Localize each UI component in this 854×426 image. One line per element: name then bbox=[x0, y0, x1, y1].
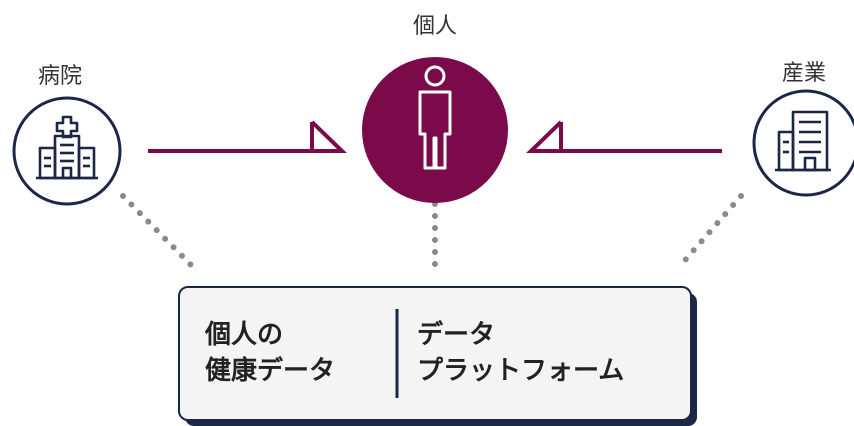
hospital-icon bbox=[36, 115, 98, 180]
personal-health-data-label: 個人の 健康データ bbox=[205, 317, 335, 389]
personal-health-data-line-1: 個人の bbox=[205, 320, 284, 350]
arrow-industry-to-individual bbox=[526, 120, 722, 153]
individual-label: 個人 bbox=[413, 14, 458, 39]
industry-node bbox=[752, 89, 854, 197]
office-building-icon bbox=[775, 110, 831, 172]
individual-node bbox=[362, 57, 508, 203]
data-platform-line-2: プラットフォーム bbox=[417, 356, 625, 386]
personal-health-data-line-2: 健康データ bbox=[205, 356, 336, 386]
dotted-connector-hospital bbox=[120, 193, 195, 269]
platform-box bbox=[178, 286, 697, 426]
industry-label: 産業 bbox=[782, 61, 827, 86]
data-platform-line-1: データ bbox=[417, 320, 496, 350]
hospital-node bbox=[12, 96, 122, 206]
dotted-connectors bbox=[120, 193, 744, 273]
arrow-hospital-to-individual bbox=[148, 120, 347, 153]
hospital-label: 病院 bbox=[38, 64, 83, 89]
person-icon bbox=[418, 65, 452, 170]
dotted-connector-industry bbox=[677, 193, 744, 269]
data-platform-label: データ プラットフォーム bbox=[417, 317, 624, 389]
